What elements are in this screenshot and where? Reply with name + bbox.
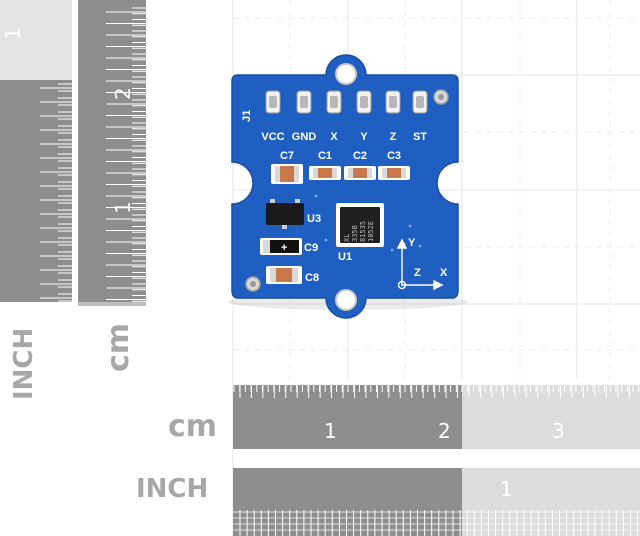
capacitor-c8: C8 — [266, 266, 319, 284]
pin-label-vcc: VCC — [261, 131, 284, 143]
hruler-cm-tick-1: 1 — [324, 419, 337, 443]
chip-label: U1 — [338, 251, 352, 263]
capacitor-c9: + C9 — [260, 238, 318, 255]
vruler-inch-label: INCH — [9, 328, 39, 400]
horizontal-ruler — [233, 385, 640, 536]
svg-text:+: + — [281, 242, 287, 254]
header-ref-label: J1 — [241, 110, 253, 122]
hruler-cm-tick-3: 3 — [552, 419, 565, 443]
cap-label-c7: C7 — [280, 150, 294, 162]
vruler-cm-tick-1: 1 — [111, 201, 135, 214]
header-pins: VCC GND X Y Z ST — [261, 90, 428, 143]
vertical-ruler — [0, 0, 146, 306]
regulator-u3: U3 — [266, 199, 321, 229]
pin-label-z: Z — [390, 131, 397, 143]
capacitor-row: C7 C1 C2 C3 — [271, 150, 410, 184]
regulator-label: U3 — [307, 213, 321, 225]
vruler-cm-tick-2: 2 — [111, 87, 135, 100]
cap-label-c3: C3 — [387, 150, 401, 162]
pin-label-y: Y — [360, 131, 368, 143]
pin-label-gnd: GND — [292, 131, 317, 143]
chip-marking-line: 335B — [351, 225, 359, 242]
hruler-inch-tick-1: 1 — [500, 477, 513, 501]
axis-z-label: Z — [414, 267, 421, 279]
hruler-inch-label: INCH — [136, 474, 208, 504]
pin-label-x: X — [330, 131, 338, 143]
c8-label: C8 — [305, 272, 319, 284]
hruler-cm-tick-2: 2 — [438, 419, 451, 443]
pin-label-st: ST — [413, 131, 427, 143]
vruler-inch-tick-1: 1 — [1, 27, 25, 40]
axis-indicator — [396, 238, 444, 291]
vruler-cm-label: cm — [101, 323, 136, 372]
chip-marking-line: XL — [343, 234, 351, 242]
c9-label: C9 — [304, 242, 318, 254]
chip-marking-line: 81535 — [359, 221, 367, 242]
chip-marking-line: 1052E — [367, 221, 375, 242]
cap-label-c2: C2 — [353, 150, 367, 162]
cap-label-c1: C1 — [318, 150, 332, 162]
axis-y-label: Y — [408, 237, 416, 249]
hruler-cm-label: cm — [168, 409, 217, 444]
axis-x-label: X — [440, 267, 448, 279]
